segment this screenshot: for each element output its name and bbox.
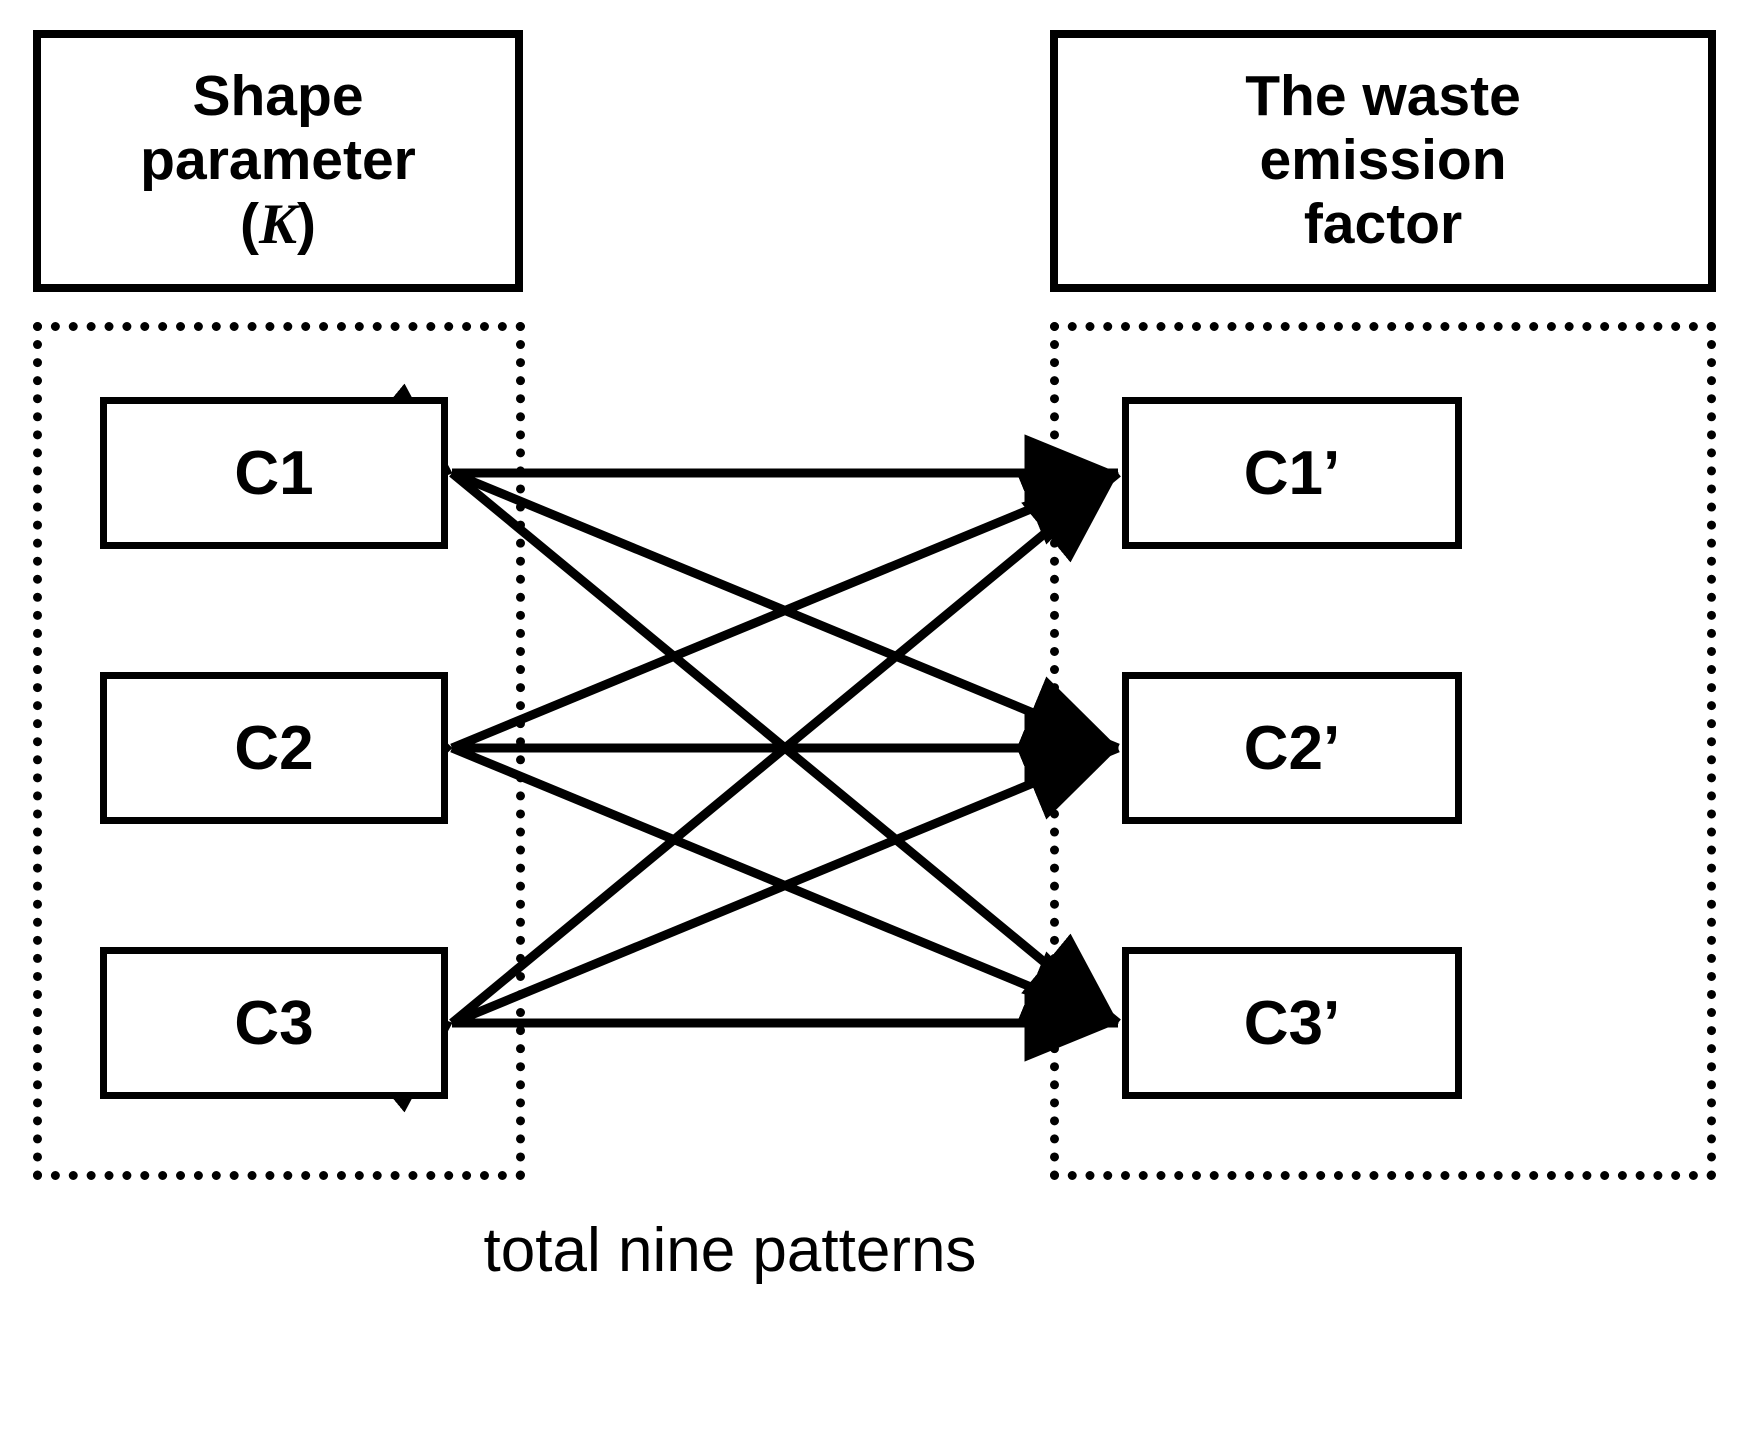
node-c1-prime[interactable]: C1’ xyxy=(1122,397,1462,549)
node-c2-prime[interactable]: C2’ xyxy=(1122,672,1462,824)
node-c1[interactable]: C1 xyxy=(100,397,448,549)
header-right-line3: factor xyxy=(1303,191,1463,256)
node-c2-prime-label: C2’ xyxy=(1243,713,1341,783)
node-c1-label: C1 xyxy=(234,438,314,508)
header-box-shape-parameter: Shape parameter (K) xyxy=(33,30,523,292)
caption-total-patterns: total nine patterns xyxy=(483,1216,977,1285)
node-c3-prime-label: C3’ xyxy=(1243,988,1341,1058)
node-c3-prime[interactable]: C3’ xyxy=(1122,947,1462,1099)
connector-c2-c1p xyxy=(350,468,1120,820)
connector-c2-c3p xyxy=(350,676,1120,1028)
node-c2[interactable]: C2 xyxy=(100,672,448,824)
node-c3-label: C3 xyxy=(234,988,314,1058)
connector-c3-c1p xyxy=(355,469,1121,1113)
header-right-line1: The waste xyxy=(1245,64,1521,129)
connector-c1-c3p xyxy=(355,383,1121,1027)
connector-c3-c2p xyxy=(350,743,1120,1095)
node-c1-prime-label: C1’ xyxy=(1243,438,1341,508)
shape-parameter-symbol: K xyxy=(258,192,298,256)
node-c3[interactable]: C3 xyxy=(100,947,448,1099)
header-left-text: Shape parameter (K) xyxy=(140,64,416,257)
node-c2-label: C2 xyxy=(234,713,314,783)
paren-close: ) xyxy=(297,191,316,256)
header-left-line3: (K) xyxy=(140,191,416,257)
paren-open: ( xyxy=(240,191,259,256)
connector-c1-c2p xyxy=(350,401,1120,753)
header-left-line2: parameter xyxy=(140,128,416,193)
header-right-text: The waste emission factor xyxy=(1245,64,1521,256)
header-right-line2: emission xyxy=(1259,128,1507,193)
header-left-line1: Shape xyxy=(192,64,364,129)
header-box-waste-emission-factor: The waste emission factor xyxy=(1050,30,1716,292)
